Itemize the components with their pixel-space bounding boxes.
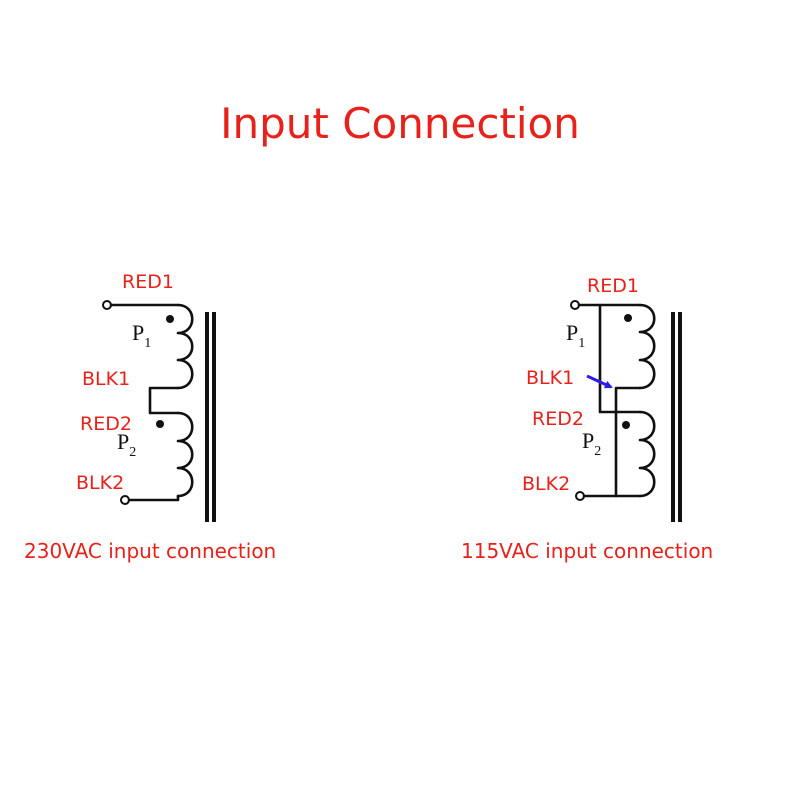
coil-p2: [176, 411, 194, 498]
series-link: [148, 386, 180, 415]
blue-arrow-icon: [586, 374, 613, 389]
page-title: Input Connection: [220, 99, 580, 148]
coil-p1: [638, 303, 656, 390]
label-blk1: BLK1: [526, 367, 574, 389]
wire-red-bus: [598, 303, 642, 414]
polarity-dot-p1: [624, 314, 632, 322]
polarity-dot-p1: [166, 315, 174, 323]
wire-blk-bus: [614, 386, 642, 498]
diagram-115vac: RED1 BLK1 RED2 BLK2 P1 P2: [461, 275, 713, 563]
label-blk1: BLK1: [82, 368, 130, 390]
winding-label-p2: P2: [117, 429, 136, 460]
coil-p2: [638, 410, 656, 498]
polarity-dot-p2: [622, 421, 630, 429]
label-blk2: BLK2: [76, 472, 124, 494]
diagram-230vac: RED1 BLK1 RED2 BLK2 P1 P2: [24, 271, 276, 563]
winding-label-p1: P1: [132, 320, 151, 351]
label-red2: RED2: [80, 413, 132, 435]
polarity-dot-p2: [156, 420, 164, 428]
label-blk2: BLK2: [522, 473, 570, 495]
label-red2: RED2: [532, 408, 584, 430]
wire-blk2: [127, 494, 180, 502]
caption-115vac: 115VAC input connection: [461, 539, 713, 563]
label-red1: RED1: [587, 275, 639, 297]
caption-230vac: 230VAC input connection: [24, 539, 276, 563]
coil-p1: [176, 303, 194, 390]
winding-label-p2: P2: [582, 428, 601, 459]
winding-label-p1: P1: [566, 320, 585, 351]
label-red1: RED1: [122, 271, 174, 293]
